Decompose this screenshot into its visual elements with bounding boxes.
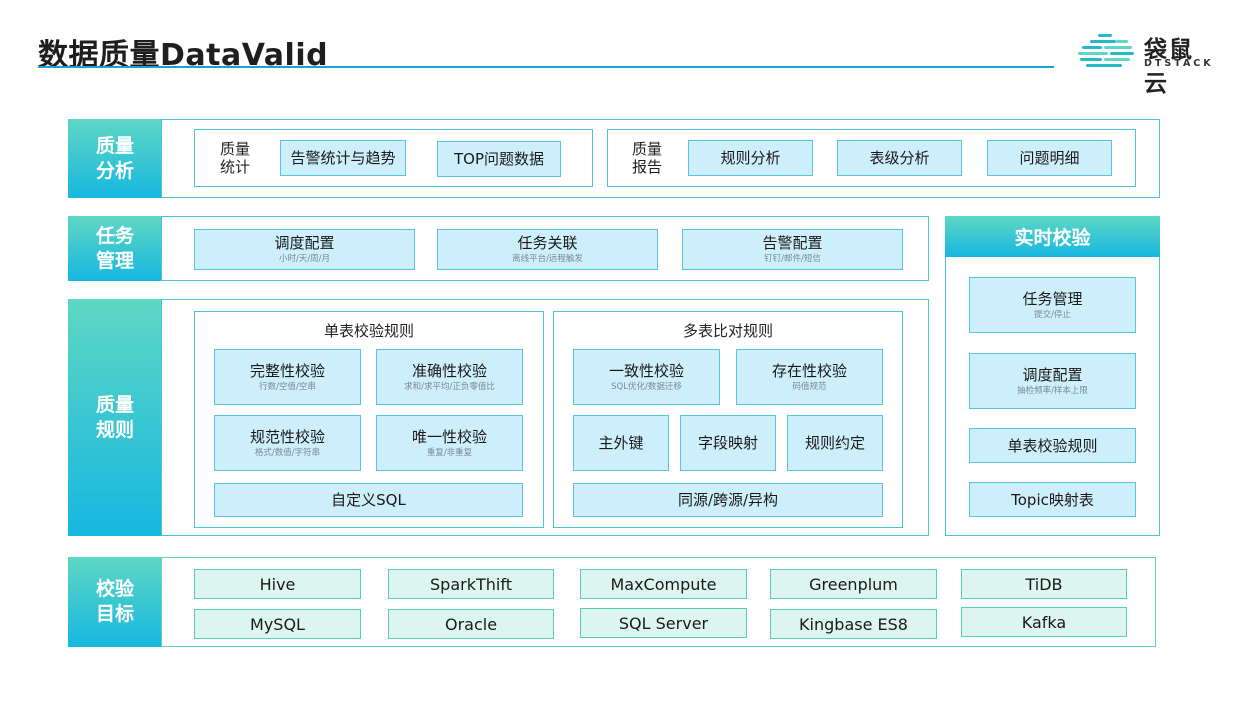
target-maxcompute[interactable]: MaxCompute <box>580 569 747 599</box>
rule-source-types[interactable]: 同源/跨源/异构 <box>573 483 883 517</box>
rule-existence[interactable]: 存在性校验码值规范 <box>736 349 883 405</box>
target-mysql[interactable]: MySQL <box>194 609 361 639</box>
logo-cloud-icon <box>1078 34 1134 67</box>
report-item-table-analysis[interactable]: 表级分析 <box>837 140 962 176</box>
single-table-title: 单表校验规则 <box>323 322 414 340</box>
report-label: 质量报告 <box>631 140 662 176</box>
report-item-rule-analysis[interactable]: 规则分析 <box>688 140 813 176</box>
row-label-rules: 质量规则 <box>68 299 162 536</box>
rule-custom-sql[interactable]: 自定义SQL <box>214 483 523 517</box>
target-greenplum[interactable]: Greenplum <box>770 569 937 599</box>
rule-foreign-key[interactable]: 主外键 <box>573 415 669 471</box>
rule-uniqueness[interactable]: 唯一性校验重复/非重复 <box>376 415 523 471</box>
rule-conformity[interactable]: 规范性校验格式/数值/字符串 <box>214 415 361 471</box>
target-oracle[interactable]: Oracle <box>388 609 554 639</box>
stats-label: 质量统计 <box>219 140 250 176</box>
rule-field-mapping[interactable]: 字段映射 <box>680 415 776 471</box>
stats-item-alarm-trend[interactable]: 告警统计与趋势 <box>280 140 406 176</box>
row-label-targets: 校验目标 <box>68 557 162 647</box>
realtime-header: 实时校验 <box>945 216 1160 257</box>
rule-completeness[interactable]: 完整性校验行数/空值/空串 <box>214 349 361 405</box>
logo-name: 袋鼠云 <box>1144 37 1194 97</box>
stats-item-top-issues[interactable]: TOP问题数据 <box>437 141 561 177</box>
logo-subtitle: DTSTACK <box>1144 58 1214 69</box>
logo: 袋鼠云 DTSTACK <box>1076 30 1216 97</box>
target-sparkthift[interactable]: SparkThift <box>388 569 554 599</box>
realtime-topic-mapping[interactable]: Topic映射表 <box>969 482 1136 517</box>
target-sql-server[interactable]: SQL Server <box>580 608 747 638</box>
target-kingbase-es8[interactable]: Kingbase ES8 <box>770 609 937 639</box>
task-item-schedule[interactable]: 调度配置小时/天/周/月 <box>194 229 415 270</box>
task-item-alarm-config[interactable]: 告警配置钉钉/邮件/短信 <box>682 229 903 270</box>
target-hive[interactable]: Hive <box>194 569 361 599</box>
multi-table-title: 多表比对规则 <box>682 322 773 340</box>
task-item-association[interactable]: 任务关联离线平台/远程触发 <box>437 229 658 270</box>
rule-convention[interactable]: 规则约定 <box>787 415 883 471</box>
report-item-issue-detail[interactable]: 问题明细 <box>987 140 1112 176</box>
target-tidb[interactable]: TiDB <box>961 569 1127 599</box>
rule-accuracy[interactable]: 准确性校验求和/求平均/正负零值比 <box>376 349 523 405</box>
target-kafka[interactable]: Kafka <box>961 607 1127 637</box>
title-divider <box>38 66 1054 68</box>
realtime-schedule[interactable]: 调度配置抽检频率/样本上限 <box>969 353 1136 409</box>
realtime-single-table-rules[interactable]: 单表校验规则 <box>969 428 1136 463</box>
realtime-task-manage[interactable]: 任务管理提交/停止 <box>969 277 1136 333</box>
row-label-task: 任务管理 <box>68 216 162 281</box>
row-label-analysis: 质量分析 <box>68 119 162 198</box>
